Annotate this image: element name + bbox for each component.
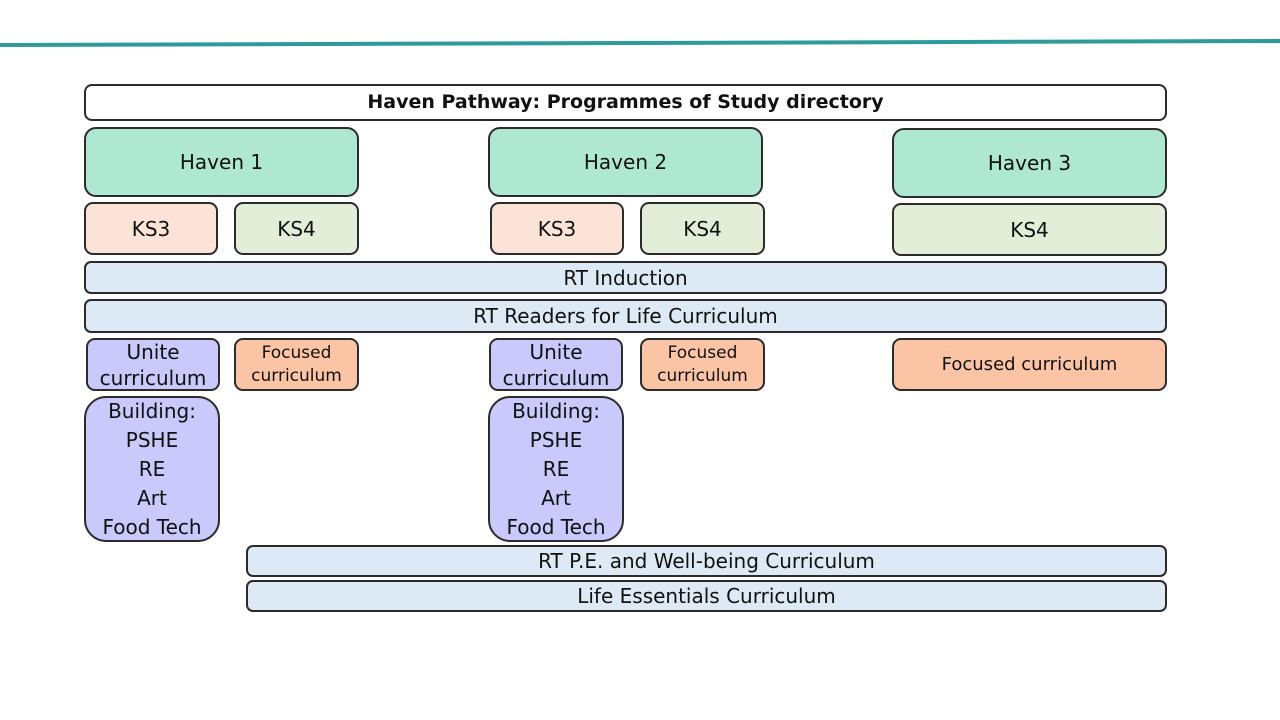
subject-item: RE <box>542 456 570 481</box>
focused-line-1: Focused <box>261 343 332 364</box>
haven-1-ks4: KS4 <box>234 202 359 255</box>
haven-1-ks3: KS3 <box>84 202 218 255</box>
haven-3-focused-curriculum: Focused curriculum <box>892 338 1167 391</box>
unite-line-2: curriculum <box>99 365 207 390</box>
rt-pe-wellbeing-band: RT P.E. and Well-being Curriculum <box>246 545 1167 577</box>
haven-1-building-subjects: Building: PSHE RE Art Food Tech <box>84 396 220 542</box>
unite-line-1: Unite <box>126 339 180 364</box>
subject-item: Food Tech <box>102 514 202 539</box>
focused-line-2: curriculum <box>251 365 342 386</box>
subject-item: PSHE <box>529 427 583 452</box>
haven-2-unite-curriculum: Unite curriculum <box>489 338 623 391</box>
haven-2-focused-curriculum: Focused curriculum <box>640 338 765 391</box>
unite-line-1: Unite <box>529 339 583 364</box>
subject-item: Food Tech <box>506 514 606 539</box>
haven-2-ks3: KS3 <box>490 202 624 255</box>
haven-2-header: Haven 2 <box>488 127 763 197</box>
subject-item: Art <box>137 485 167 510</box>
subject-item: Art <box>541 485 571 510</box>
haven-3-header: Haven 3 <box>892 128 1167 198</box>
haven-1-focused-curriculum: Focused curriculum <box>234 338 359 391</box>
haven-1-header: Haven 1 <box>84 127 359 197</box>
accent-line <box>0 38 1280 47</box>
haven-2-ks4: KS4 <box>640 202 765 255</box>
focused-line-2: curriculum <box>657 365 748 386</box>
building-heading: Building: <box>512 398 600 423</box>
page-title: Haven Pathway: Programmes of Study direc… <box>84 84 1167 121</box>
haven-1-unite-curriculum: Unite curriculum <box>86 338 220 391</box>
haven-3-ks4: KS4 <box>892 203 1167 256</box>
focused-line-1: Focused <box>667 343 738 364</box>
rt-readers-band: RT Readers for Life Curriculum <box>84 299 1167 333</box>
building-heading: Building: <box>108 398 196 423</box>
subject-item: PSHE <box>125 427 179 452</box>
unite-line-2: curriculum <box>502 365 610 390</box>
subject-item: RE <box>138 456 166 481</box>
rt-induction-band: RT Induction <box>84 261 1167 294</box>
life-essentials-band: Life Essentials Curriculum <box>246 580 1167 612</box>
haven-2-building-subjects: Building: PSHE RE Art Food Tech <box>488 396 624 542</box>
